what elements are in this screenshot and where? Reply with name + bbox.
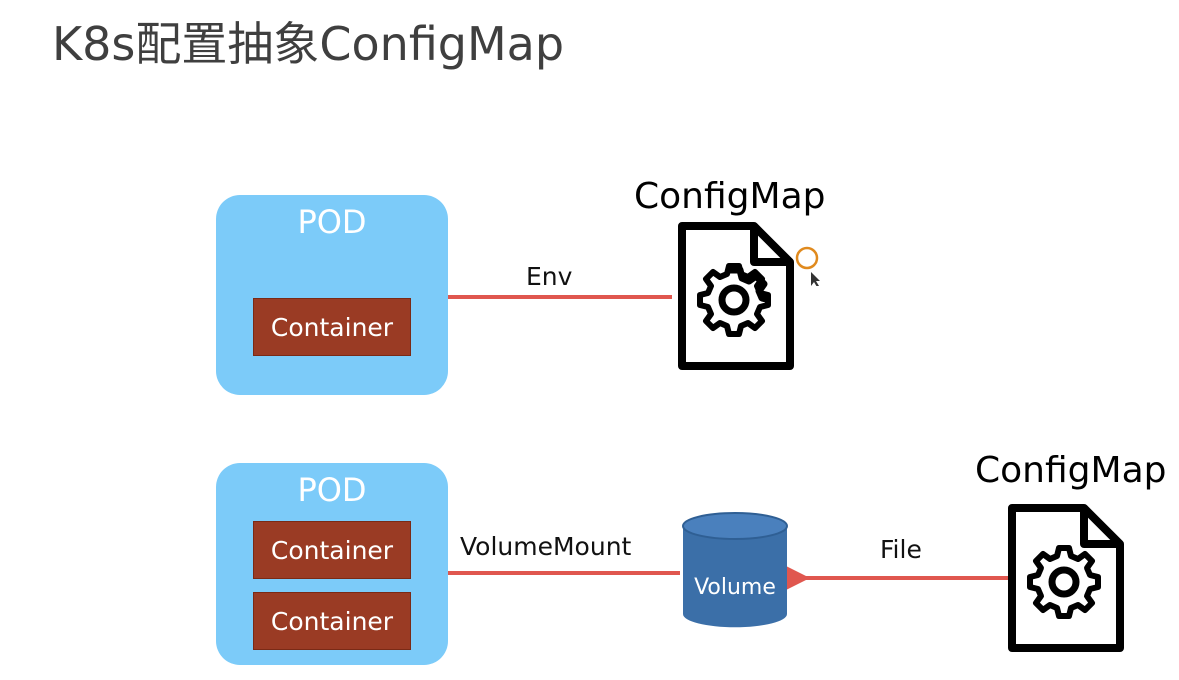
- top-pod-label: POD: [297, 203, 367, 241]
- file-label: File: [880, 535, 922, 564]
- bottom-configmap-title: ConfigMap: [975, 450, 1167, 491]
- config-file-gear-icon: [1008, 504, 1124, 652]
- volume-cylinder-icon: [682, 512, 788, 628]
- top-container: Container: [253, 298, 411, 356]
- volumemount-label: VolumeMount: [460, 532, 632, 561]
- bottom-pod-label: POD: [297, 471, 367, 509]
- bottom-container-1: Container: [253, 521, 411, 579]
- env-label: Env: [526, 262, 573, 291]
- cursor-icon: [795, 246, 820, 286]
- config-file-gear-icon: [678, 222, 794, 370]
- bottom-pod: POD Container Container: [216, 463, 448, 665]
- top-configmap-title: ConfigMap: [634, 176, 826, 217]
- bottom-container-2: Container: [253, 592, 411, 650]
- volume-label: Volume: [694, 575, 776, 600]
- page-title: K8s配置抽象ConfigMap: [52, 17, 565, 71]
- top-pod: POD Container: [216, 195, 448, 395]
